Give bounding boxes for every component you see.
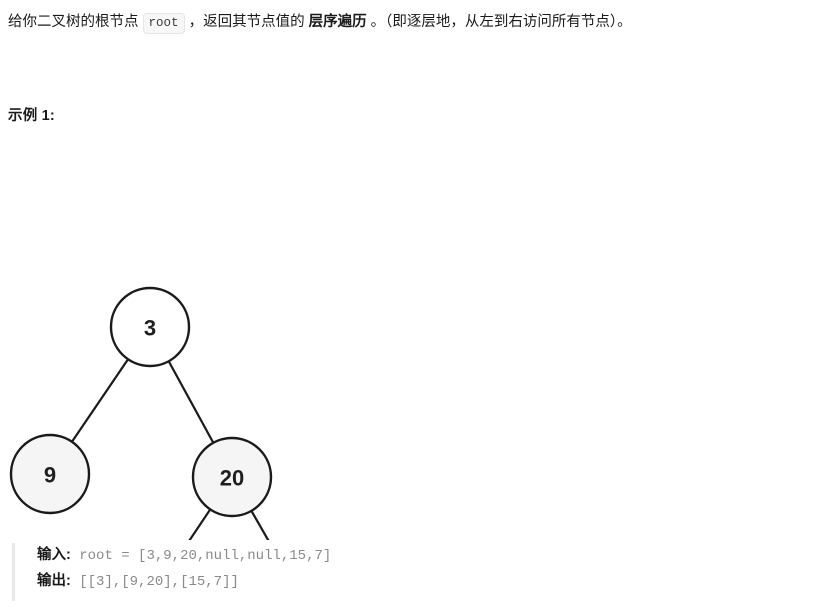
- problem-statement: 给你二叉树的根节点 root ，返回其节点值的 层序遍历 。（即逐层地，从左到右…: [8, 10, 808, 35]
- input-line: 输入: root = [3,9,20,null,null,15,7]: [37, 543, 331, 569]
- output-line: 输出: [[3],[9,20],[15,7]]: [37, 569, 331, 595]
- input-label: 输入:: [37, 547, 71, 563]
- example-io-block: 输入: root = [3,9,20,null,null,15,7] 输出: […: [12, 543, 331, 601]
- tree-node-circle-left: [9, 433, 91, 515]
- statement-suffix: 。（即逐层地，从左到右访问所有节点）。: [366, 14, 632, 30]
- tree-node-left: 9: [9, 433, 91, 515]
- tree-edge-layer: [70, 357, 270, 540]
- tree-edge-right-right-right: [249, 509, 270, 540]
- tree-node-label-root: 3: [144, 316, 156, 341]
- tree-svg: 3920157: [9, 286, 273, 540]
- statement-prefix: 给你二叉树的根节点: [8, 14, 143, 30]
- tree-node-label-right: 20: [220, 466, 244, 491]
- tree-node-label-left: 9: [44, 463, 56, 488]
- output-value: [[3],[9,20],[15,7]]: [79, 574, 239, 590]
- statement-middle: ，返回其节点值的: [184, 14, 309, 30]
- tree-edge-root-right: [167, 359, 215, 445]
- example-1-heading: 示例 1:: [8, 108, 55, 124]
- output-label: 输出:: [37, 573, 71, 589]
- root-code-token: root: [142, 13, 185, 34]
- input-value: root = [3,9,20,null,null,15,7]: [79, 548, 332, 564]
- tree-edge-root-left: [70, 357, 130, 444]
- binary-tree-diagram: 3920157: [0, 140, 400, 540]
- tree-edge-right-right-left: [188, 507, 212, 540]
- tree-node-right: 20: [191, 436, 273, 518]
- tree-node-circle-root: [109, 286, 191, 368]
- statement-emphasis: 层序遍历: [308, 14, 367, 30]
- tree-node-root: 3: [109, 286, 191, 368]
- tree-node-circle-right: [191, 436, 273, 518]
- tree-node-layer: 3920157: [9, 286, 273, 518]
